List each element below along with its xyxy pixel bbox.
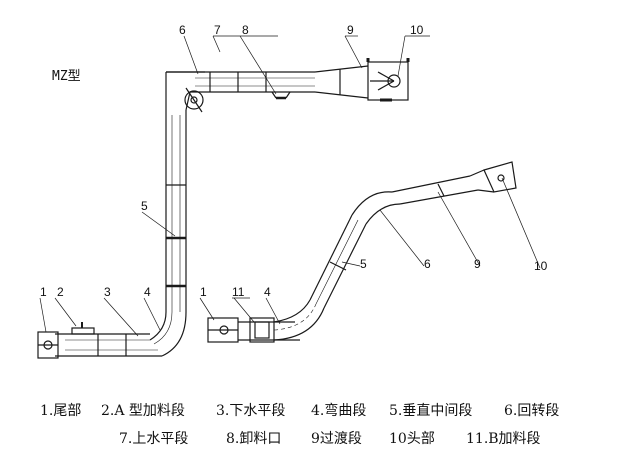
legend-item: 7.上水平段 <box>119 431 189 447</box>
legend-item: 4.弯曲段 <box>311 403 367 419</box>
feed-section-b <box>238 317 300 343</box>
callout-1b: 1 <box>200 285 207 299</box>
leader-lines-right <box>199 177 541 325</box>
callout-9b: 9 <box>474 257 481 271</box>
leader-lines-left <box>39 35 430 337</box>
callout-1: 1 <box>40 285 47 299</box>
callout-4: 4 <box>144 285 151 299</box>
legend-item: 8.卸料口 <box>226 431 282 447</box>
callout-10b: 10 <box>534 259 548 273</box>
head-section <box>366 58 410 102</box>
tail-section-b <box>207 317 239 343</box>
feed-section-a <box>71 322 95 335</box>
legend-item: 1.尾部 <box>40 403 82 419</box>
callout-6: 6 <box>179 23 186 37</box>
callout-10: 10 <box>410 23 424 37</box>
discharge-outlet <box>271 91 291 100</box>
incline-vertical-section <box>309 214 367 309</box>
callout-8: 8 <box>242 23 249 37</box>
callouts-right: 1 11 4 5 6 9 10 <box>200 257 548 299</box>
callout-3: 3 <box>104 285 111 299</box>
legend-item: 2.A 型加料段 <box>101 403 185 419</box>
transition-section <box>314 65 369 99</box>
legend-item: 5.垂直中间段 <box>389 403 473 419</box>
legend-item: 9过渡段 <box>311 431 362 447</box>
callouts-left: 6 7 8 9 10 5 1 2 3 4 <box>40 23 424 299</box>
callout-2: 2 <box>57 285 64 299</box>
legend-item: 6.回转段 <box>504 403 560 419</box>
callout-5b: 5 <box>360 257 367 271</box>
bend-section <box>149 311 187 357</box>
legend-item: 10头部 <box>389 431 435 447</box>
legend-item: 11.B加料段 <box>466 431 541 447</box>
tail-section <box>37 331 59 359</box>
incline-bend <box>273 299 325 341</box>
incline-upper-section <box>391 169 495 205</box>
callout-11: 11 <box>232 285 245 299</box>
incline-head <box>483 161 517 193</box>
upper-horizontal-section <box>166 71 315 93</box>
callout-6b: 6 <box>424 257 431 271</box>
legend-item: 3.下水平段 <box>216 403 286 419</box>
model-label: MZ型 <box>52 69 81 84</box>
callout-9: 9 <box>347 23 354 37</box>
callout-5: 5 <box>141 199 148 213</box>
vertical-middle-section <box>165 100 187 312</box>
callout-4b: 4 <box>264 285 271 299</box>
incline-return-section <box>351 191 401 225</box>
callout-7: 7 <box>214 23 221 37</box>
lower-horizontal-section <box>55 333 162 357</box>
